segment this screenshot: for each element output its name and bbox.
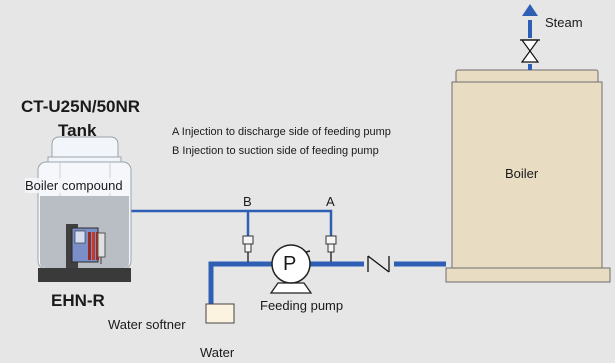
feeding-pump-label: Feeding pump [260, 298, 344, 313]
boiler-label: Boiler [505, 166, 539, 181]
tank-content-label: Boiler compound [25, 178, 123, 193]
tank-title: Tank [58, 121, 97, 140]
injection-line-main [102, 209, 333, 236]
steam-label: Steam [545, 15, 583, 30]
feeding-pump-symbol-letter: P [283, 253, 297, 275]
water-softener-label: Water softner [108, 317, 186, 332]
tank-model: CT-U25N/50NR [21, 97, 141, 116]
feeding-pump-symbol [269, 244, 313, 294]
dosing-pump-ehn-r [66, 224, 106, 268]
steam-valve [518, 38, 542, 64]
water-inlet-label: Water [200, 345, 235, 360]
feed-pipe [208, 261, 446, 322]
injection-point-b-label: B [243, 194, 252, 209]
water-softener-box [205, 303, 235, 324]
injection-nozzle-b [242, 235, 254, 262]
dosing-pump-model: EHN-R [51, 291, 105, 310]
check-valve [364, 255, 394, 273]
steam-arrowhead [522, 4, 538, 16]
boiler-base [445, 267, 611, 283]
boiler-body [451, 81, 603, 271]
injection-nozzle-a [325, 235, 337, 262]
legend-a: A Injection to discharge side of feeding… [172, 126, 391, 138]
legend-b: B Injection to suction side of feeding p… [172, 145, 379, 157]
injection-point-a-label: A [326, 194, 335, 209]
